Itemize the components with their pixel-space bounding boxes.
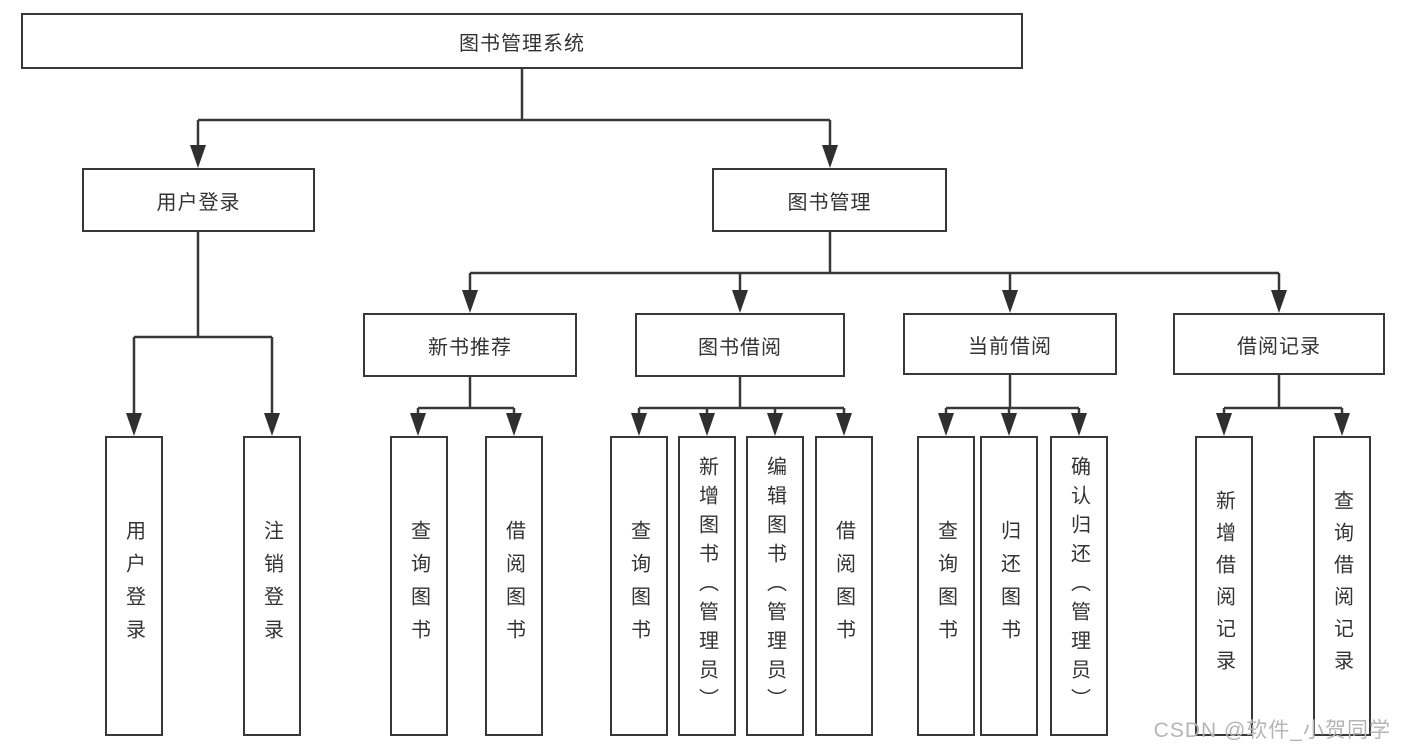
leaf-add-books-admin: 新增图书（管理员） bbox=[678, 436, 736, 736]
leaf-borrow-books-recommend: 借阅图书 bbox=[485, 436, 543, 736]
leaf-edit-books-admin: 编辑图书（管理员） bbox=[746, 436, 804, 736]
node-borrowing-records: 借阅记录 bbox=[1173, 313, 1385, 375]
node-current-borrowing: 当前借阅 bbox=[903, 313, 1117, 375]
node-library-management-system: 图书管理系统 bbox=[21, 13, 1023, 69]
leaf-query-books-current: 查询图书 bbox=[917, 436, 975, 736]
leaf-add-borrowing-record: 新增借阅记录 bbox=[1195, 436, 1253, 736]
leaf-query-borrowing-record: 查询借阅记录 bbox=[1313, 436, 1371, 736]
leaf-borrow-books-borrowing: 借阅图书 bbox=[815, 436, 873, 736]
arrowhead-group bbox=[126, 145, 1350, 436]
node-book-management: 图书管理 bbox=[712, 168, 947, 232]
node-user-login-group: 用户登录 bbox=[82, 168, 315, 232]
leaf-query-books-borrowing: 查询图书 bbox=[610, 436, 668, 736]
leaf-return-books: 归还图书 bbox=[980, 436, 1038, 736]
leaf-logout: 注销登录 bbox=[243, 436, 301, 736]
leaf-user-login: 用户登录 bbox=[105, 436, 163, 736]
node-book-borrowing: 图书借阅 bbox=[635, 313, 845, 377]
leaf-confirm-return-admin: 确认归还（管理员） bbox=[1050, 436, 1108, 736]
watermark: CSDN @软件_小贺同学 bbox=[1153, 719, 1391, 742]
node-new-book-recommendation: 新书推荐 bbox=[363, 313, 577, 377]
leaf-query-books-recommend: 查询图书 bbox=[390, 436, 448, 736]
